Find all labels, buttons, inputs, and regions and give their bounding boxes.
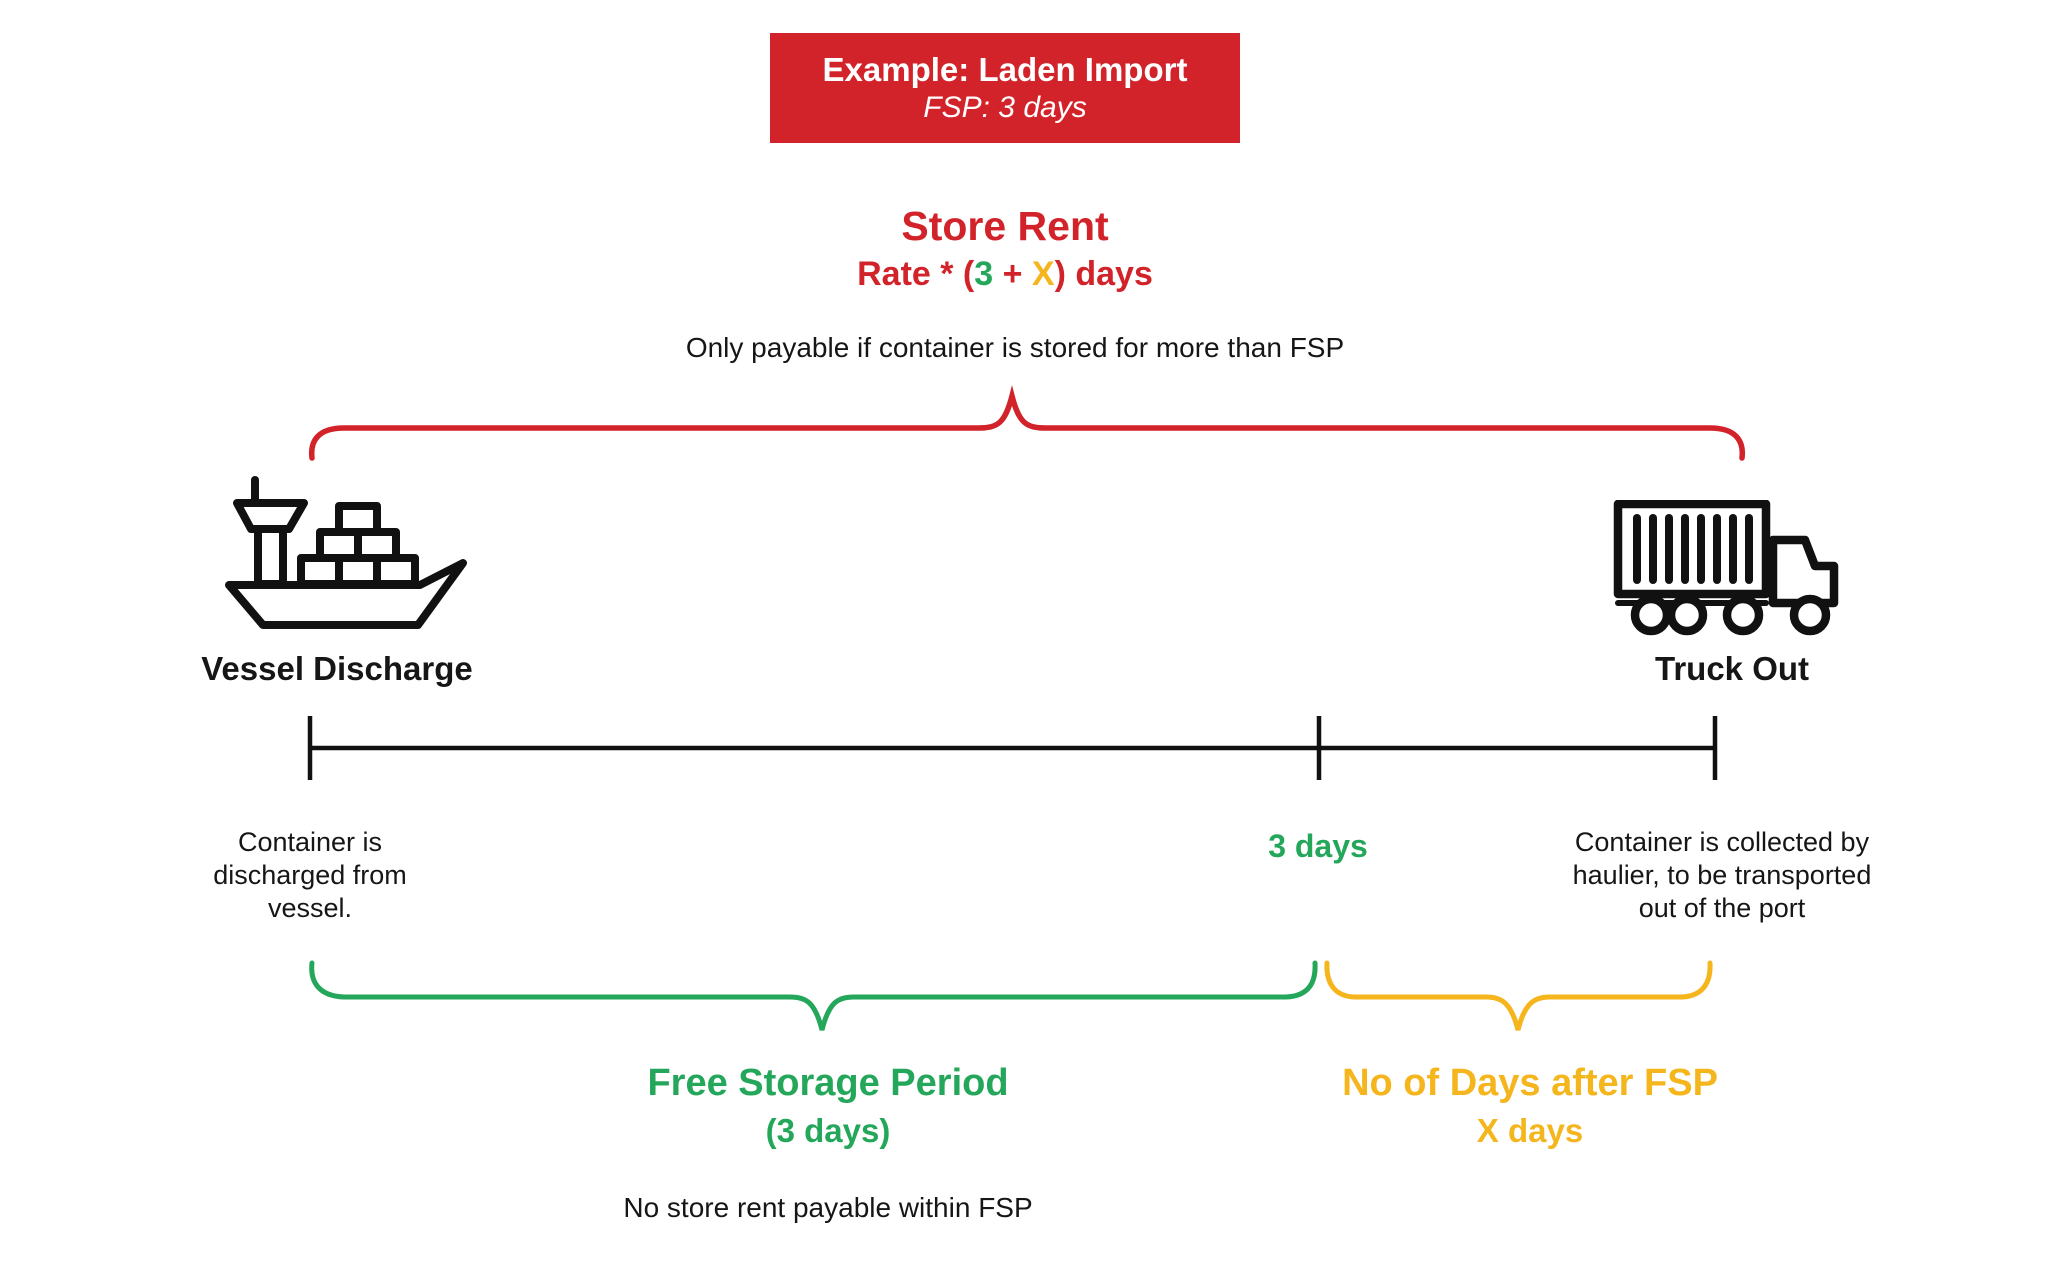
formula-suffix: ) days	[1054, 255, 1153, 293]
free-storage-period-title: Free Storage Period	[647, 1062, 1009, 1104]
vessel-description: Container is discharged from vessel.	[213, 827, 407, 923]
fsp-days-marker: 3 days	[1268, 828, 1368, 864]
fsp-note: No store rent payable within FSP	[623, 1192, 1033, 1223]
free-storage-brace	[309, 960, 1318, 1031]
timeline	[307, 716, 1718, 780]
example-title: Example: Laden Import	[822, 51, 1188, 88]
formula-prefix: Rate * (	[857, 255, 975, 293]
example-subtitle: FSP: 3 days	[923, 91, 1087, 124]
store-rent-title: Store Rent	[901, 203, 1109, 249]
ship-icon	[225, 476, 467, 629]
truck-out-label: Truck Out	[1654, 650, 1810, 687]
after-fsp-brace	[1324, 960, 1713, 1031]
truck-description: Container is collected by haulier, to be…	[1572, 827, 1872, 923]
truck-icon	[1613, 500, 1839, 636]
example-header-box: Example: Laden Import FSP: 3 days	[770, 33, 1240, 143]
free-storage-period-subtitle: (3 days)	[765, 1112, 891, 1149]
vessel-discharge-label: Vessel Discharge	[201, 650, 473, 687]
store-rent-note: Only payable if container is stored for …	[685, 332, 1345, 363]
store-rent-brace	[308, 385, 1746, 461]
after-fsp-title: No of Days after FSP	[1342, 1062, 1718, 1104]
formula-extra-days: X	[1031, 255, 1055, 293]
store-rent-formula: Rate * (3 + X) days	[505, 255, 1505, 294]
formula-free-days: 3	[974, 255, 994, 293]
formula-plus: +	[993, 255, 1032, 293]
after-fsp-subtitle: X days	[1476, 1112, 1584, 1149]
